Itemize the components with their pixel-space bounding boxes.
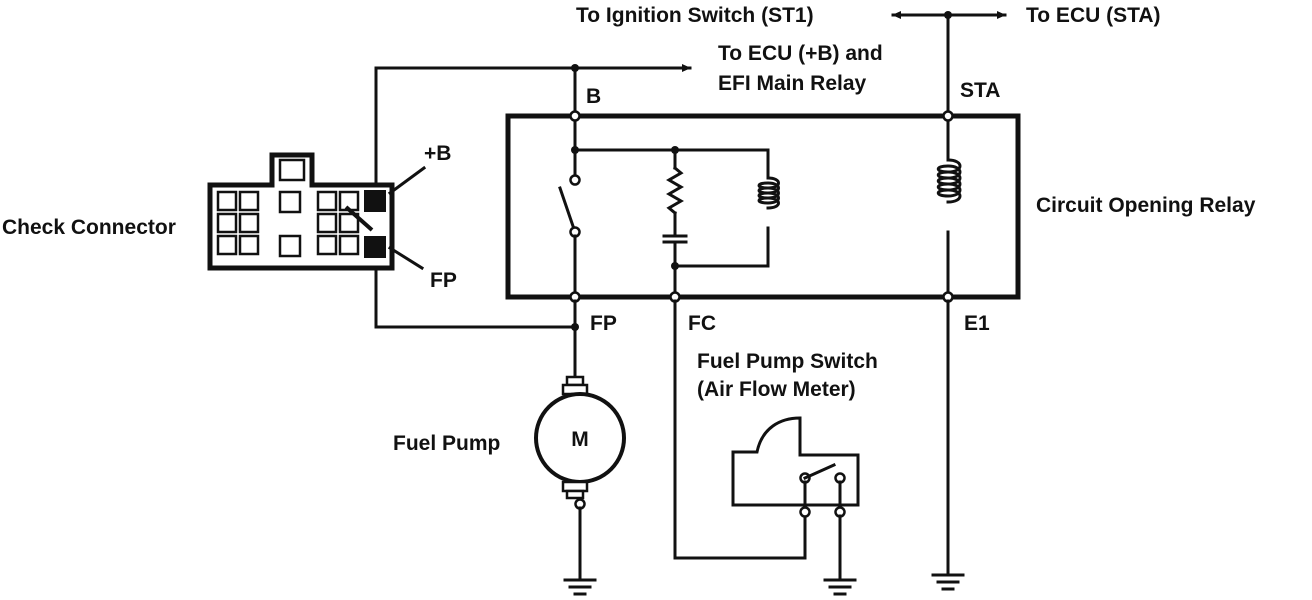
circuit-opening-relay-box [505,113,1021,300]
motor-brush-bottom-holder [561,480,589,493]
label-terminal-b: B [586,85,601,108]
label-to-ecu-sta: To ECU (STA) [1026,4,1161,27]
motor-brush-bottom [565,489,585,500]
label-check-connector: Check Connector [2,216,176,239]
label-connector-plus-b: +B [424,142,451,165]
label-terminal-fc: FC [688,312,716,335]
switch-terminal-fc [799,506,811,518]
label-fuel-pump-switch: Fuel Pump Switch [697,350,878,373]
sta-feed-wires [891,11,1007,118]
b-feed-wires [374,64,692,192]
terminal-b-node [569,110,581,122]
label-to-ecu-plus-b-line2: EFI Main Relay [718,72,867,95]
e1-ground-circuit [931,299,965,591]
relay-coil-1 [757,176,780,210]
fuel-pump-switch [731,416,860,596]
plus-b-leader-line [387,165,427,196]
resistor-symbol [666,165,684,216]
check-connector [207,152,427,271]
switch-ground-symbol [823,578,857,596]
motor-symbol-label: M [571,428,589,451]
label-to-ecu-plus-b-line1: To ECU (+B) and [718,42,883,65]
switch-upper-contact [569,174,581,186]
air-flow-meter-housing [731,416,860,507]
relay-switch-blade [558,186,577,234]
label-connector-fp: FP [430,269,457,292]
connector-pin-fp [364,236,386,258]
label-terminal-fp: FP [590,312,617,335]
label-air-flow-meter: (Air Flow Meter) [697,378,856,401]
e1-ground-symbol [931,573,965,591]
label-terminal-e1: E1 [964,312,990,335]
label-fuel-pump: Fuel Pump [393,432,500,455]
label-to-ignition-switch: To Ignition Switch (ST1) [576,4,814,27]
fp-leader-line [387,245,425,271]
fc-circuit [673,299,807,560]
fp-junction-dot [571,323,579,331]
motor-ground-symbol [563,578,597,596]
connector-jumper [344,205,374,232]
relay-coil-2 [936,158,962,204]
terminal-sta-node [942,110,954,122]
connector-pin-plus-b [364,190,386,212]
fuel-pump-circuit: M [374,243,626,596]
label-circuit-opening-relay: Circuit Opening Relay [1036,194,1256,217]
fuel-pump-switch-blade [803,463,836,480]
label-terminal-sta: STA [960,79,1000,102]
relay-internals [558,114,962,299]
